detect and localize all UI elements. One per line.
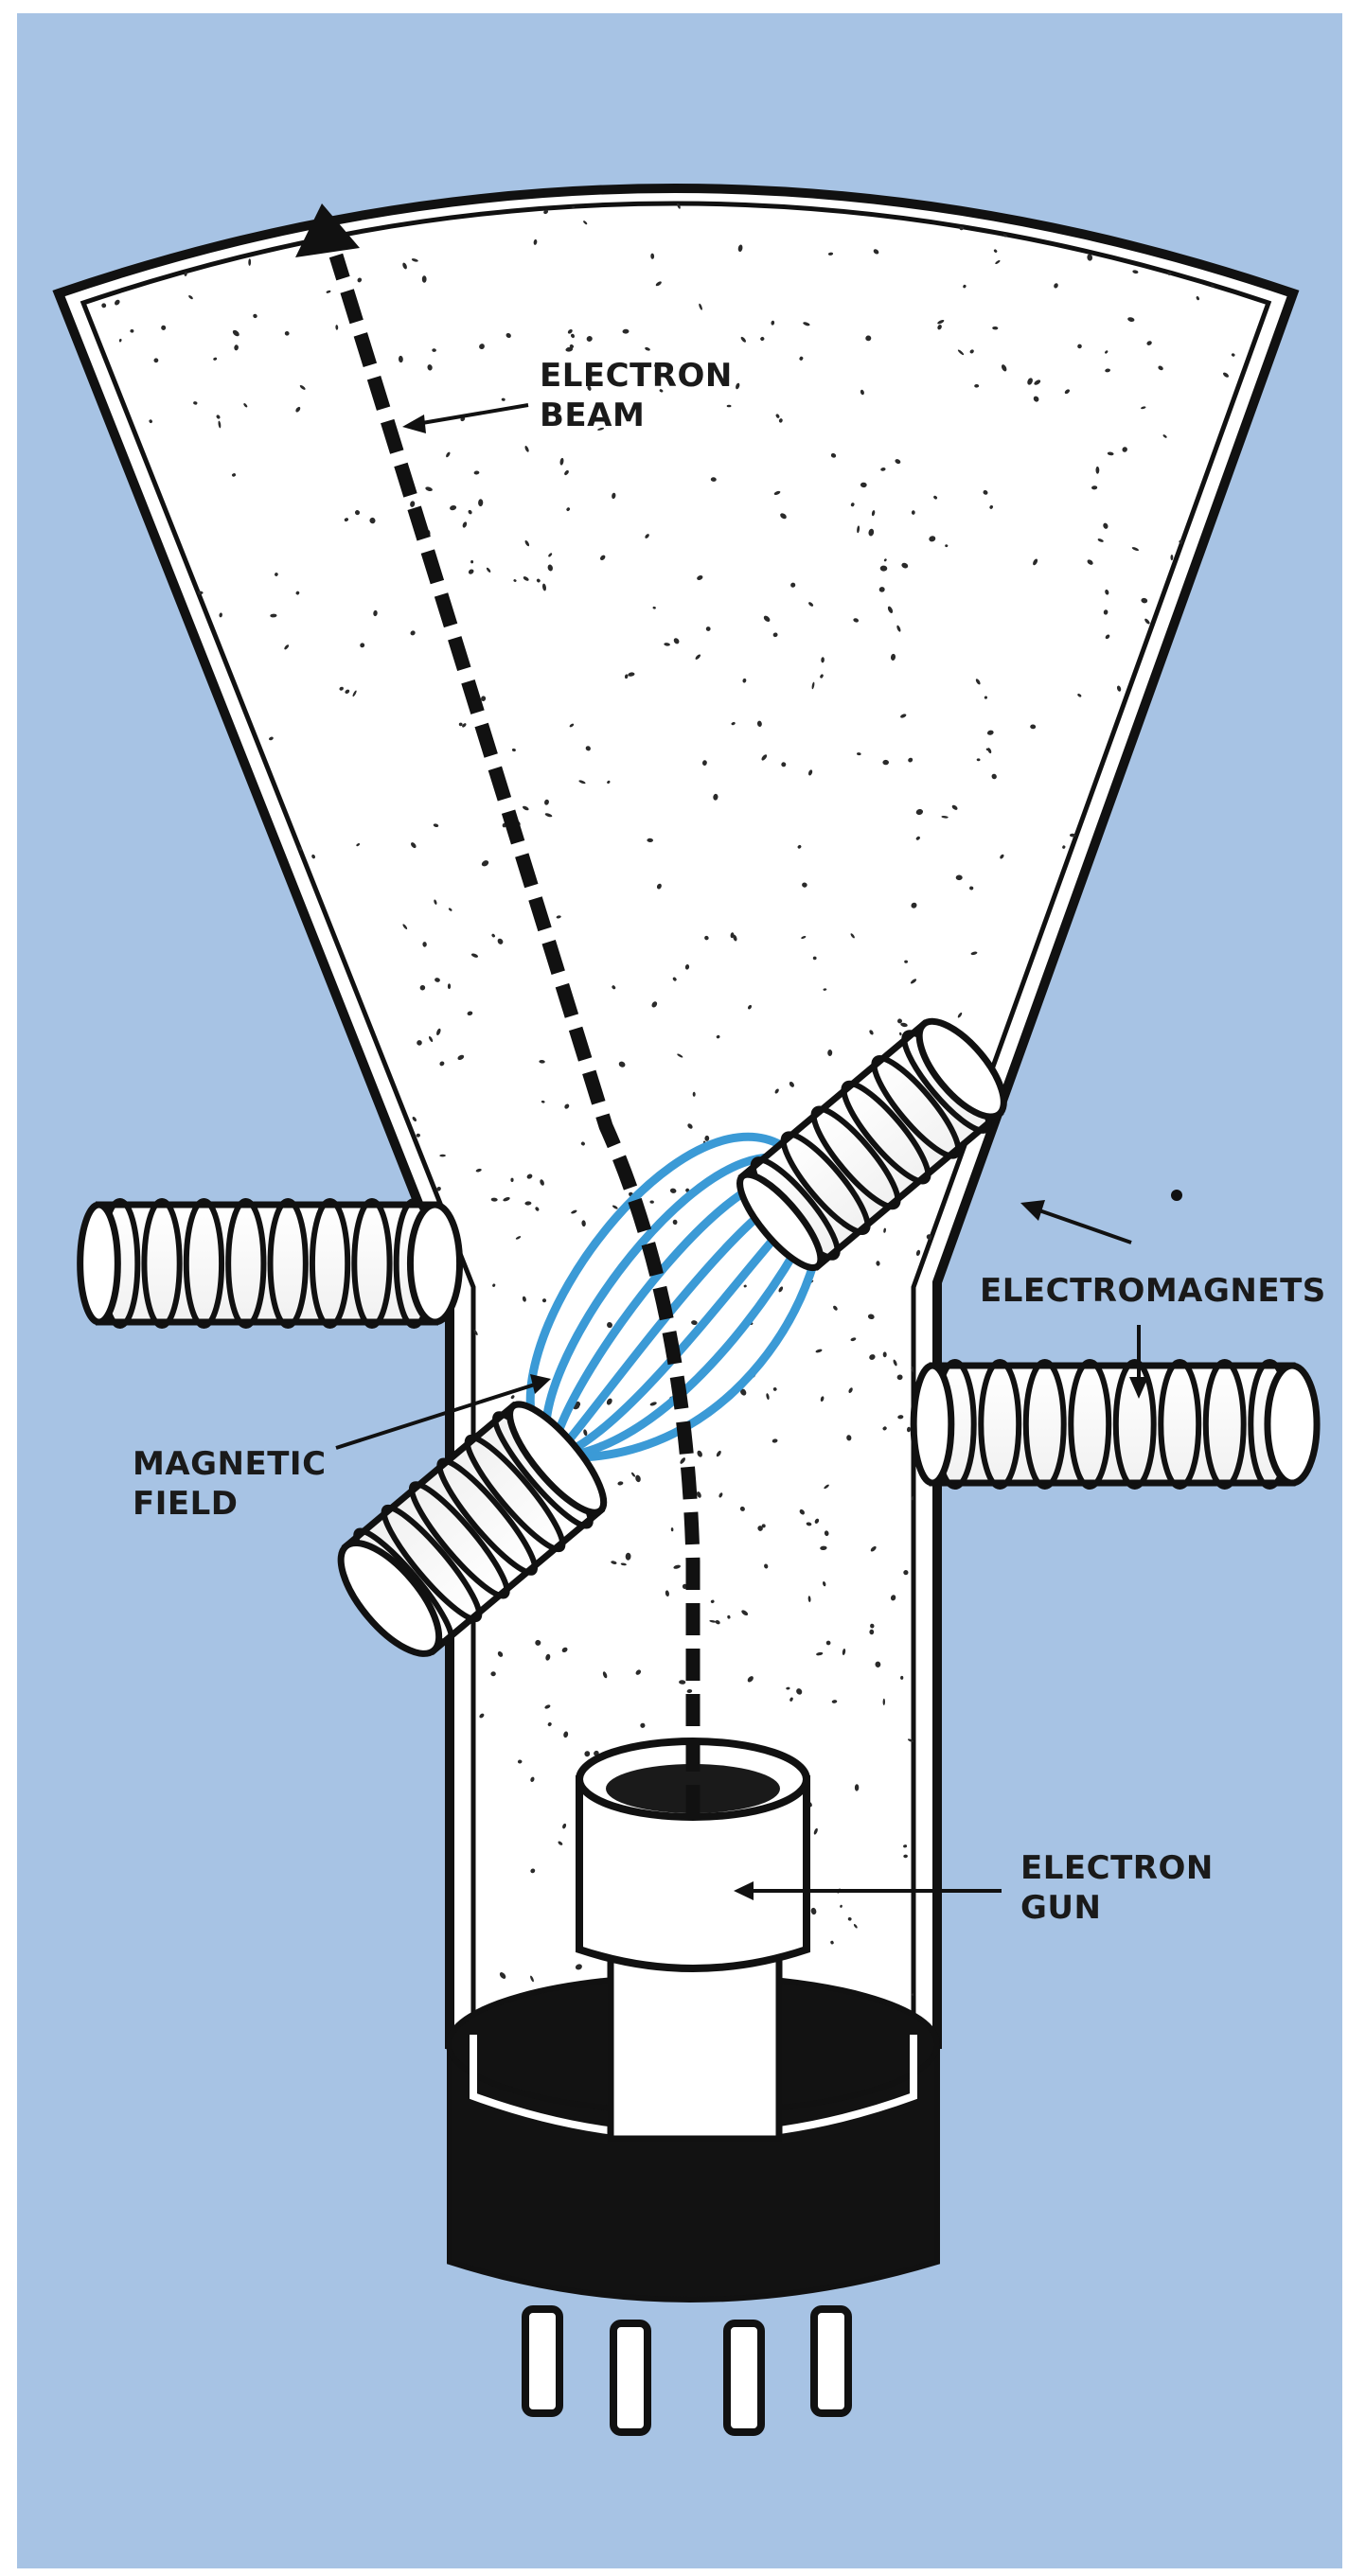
base-pin-2 [613,2323,647,2432]
magnetic-field-label-line-2: FIELD [133,1485,239,1523]
speckle [882,760,889,765]
speckle [956,875,963,881]
speckle [693,1092,696,1097]
speckle [510,1178,513,1182]
magnetic-field-label-line-1: MAGNETIC [133,1445,327,1483]
electron-gun-label-line-2: GUN [1020,1889,1101,1927]
base-pin-3 [727,2323,761,2432]
electromagnet-coil-icon [80,1201,460,1326]
speckle [883,1351,887,1357]
base-pin-1 [525,2309,559,2413]
electromagnets-label-line-1: ELECTROMAGNETS [980,1272,1326,1310]
coil-end-back [913,1366,951,1483]
coil-end-front [410,1205,459,1322]
electron-beam-label-line-2: BEAM [540,397,645,434]
speckle [813,957,817,961]
coil-end-back [80,1205,118,1322]
speckle [448,983,451,989]
base-pin-4 [814,2309,848,2413]
stray-dot [1171,1190,1182,1201]
electron-beam-label-line-1: ELECTRON [540,357,733,395]
speckle [422,275,427,282]
electromagnet-coil-icon [913,1362,1317,1487]
coil-end-front [1268,1366,1317,1483]
speckle [727,405,732,408]
electron-gun-label-line-1: ELECTRON [1020,1849,1214,1887]
speckle [1171,555,1174,560]
electromagnets-label: ELECTROMAGNETS [980,1272,1326,1310]
speckle [762,1524,766,1527]
